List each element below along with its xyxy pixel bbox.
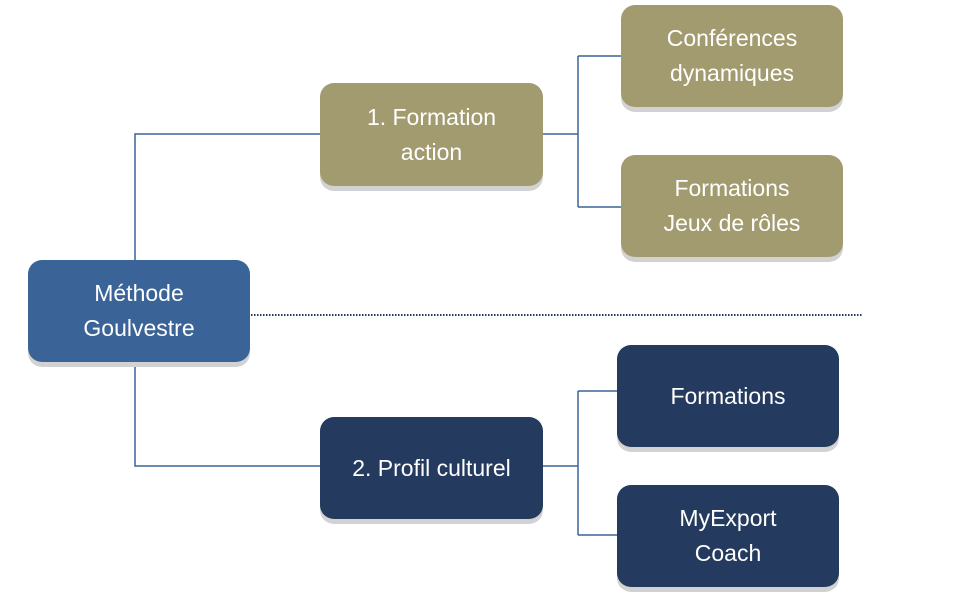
child-node-conferences-dynamiques: Conférences dynamiques <box>621 5 843 107</box>
branch-node-profil-culturel: 2. Profil culturel <box>320 417 543 519</box>
child-node-formations-jeux-de-roles: Formations Jeux de rôles <box>621 155 843 257</box>
child-node-myexport-coach: MyExport Coach <box>617 485 839 587</box>
root-to-branch-1-connector <box>134 133 320 260</box>
root-node: Méthode Goulvestre <box>28 260 250 362</box>
branch-1-to-children-connector <box>543 55 621 208</box>
root-to-branch-2-connector <box>134 362 320 467</box>
branch-node-formation-action: 1. Formation action <box>320 83 543 186</box>
child-node-formations: Formations <box>617 345 839 447</box>
branch-2-to-children-connector <box>543 390 617 536</box>
